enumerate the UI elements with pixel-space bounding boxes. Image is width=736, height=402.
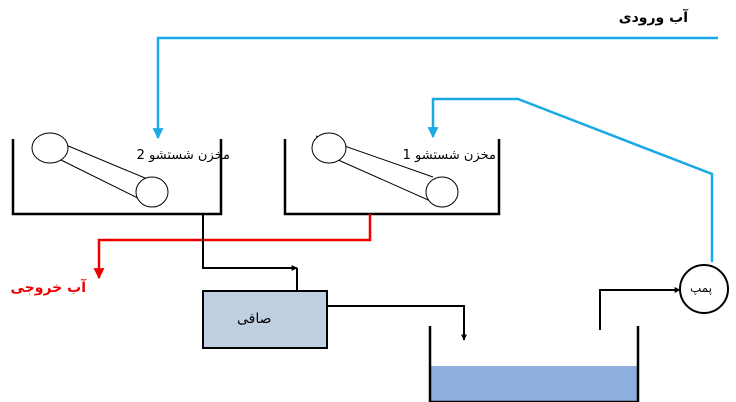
conveyor-1-icon [311,132,459,208]
wash-tank-2 [11,139,223,216]
outlet-water-label: آب خروجی [10,280,87,296]
reservoir-tank [428,326,640,402]
filter-to-reservoir-line [327,305,467,341]
reservoir-to-pump-line [599,287,681,330]
wash-tank-1 [283,139,501,216]
outlet-water-line [93,214,372,280]
pump-symbol [679,264,729,314]
tank-1-label: مخزن شستشو 1 [402,148,496,163]
inlet-water-line [152,36,718,140]
tank-2-label: مخزن شستشو 2 [136,148,230,163]
reservoir-water [430,366,638,402]
filter-box [202,290,328,349]
recycle-line [427,97,714,262]
pump-label: پمپ [690,281,713,295]
tank2-to-filter-line [202,214,298,271]
inlet-water-label: آب ورودی [618,10,688,26]
filter-label: صافی [237,311,272,327]
conveyor-2-icon [31,132,169,208]
